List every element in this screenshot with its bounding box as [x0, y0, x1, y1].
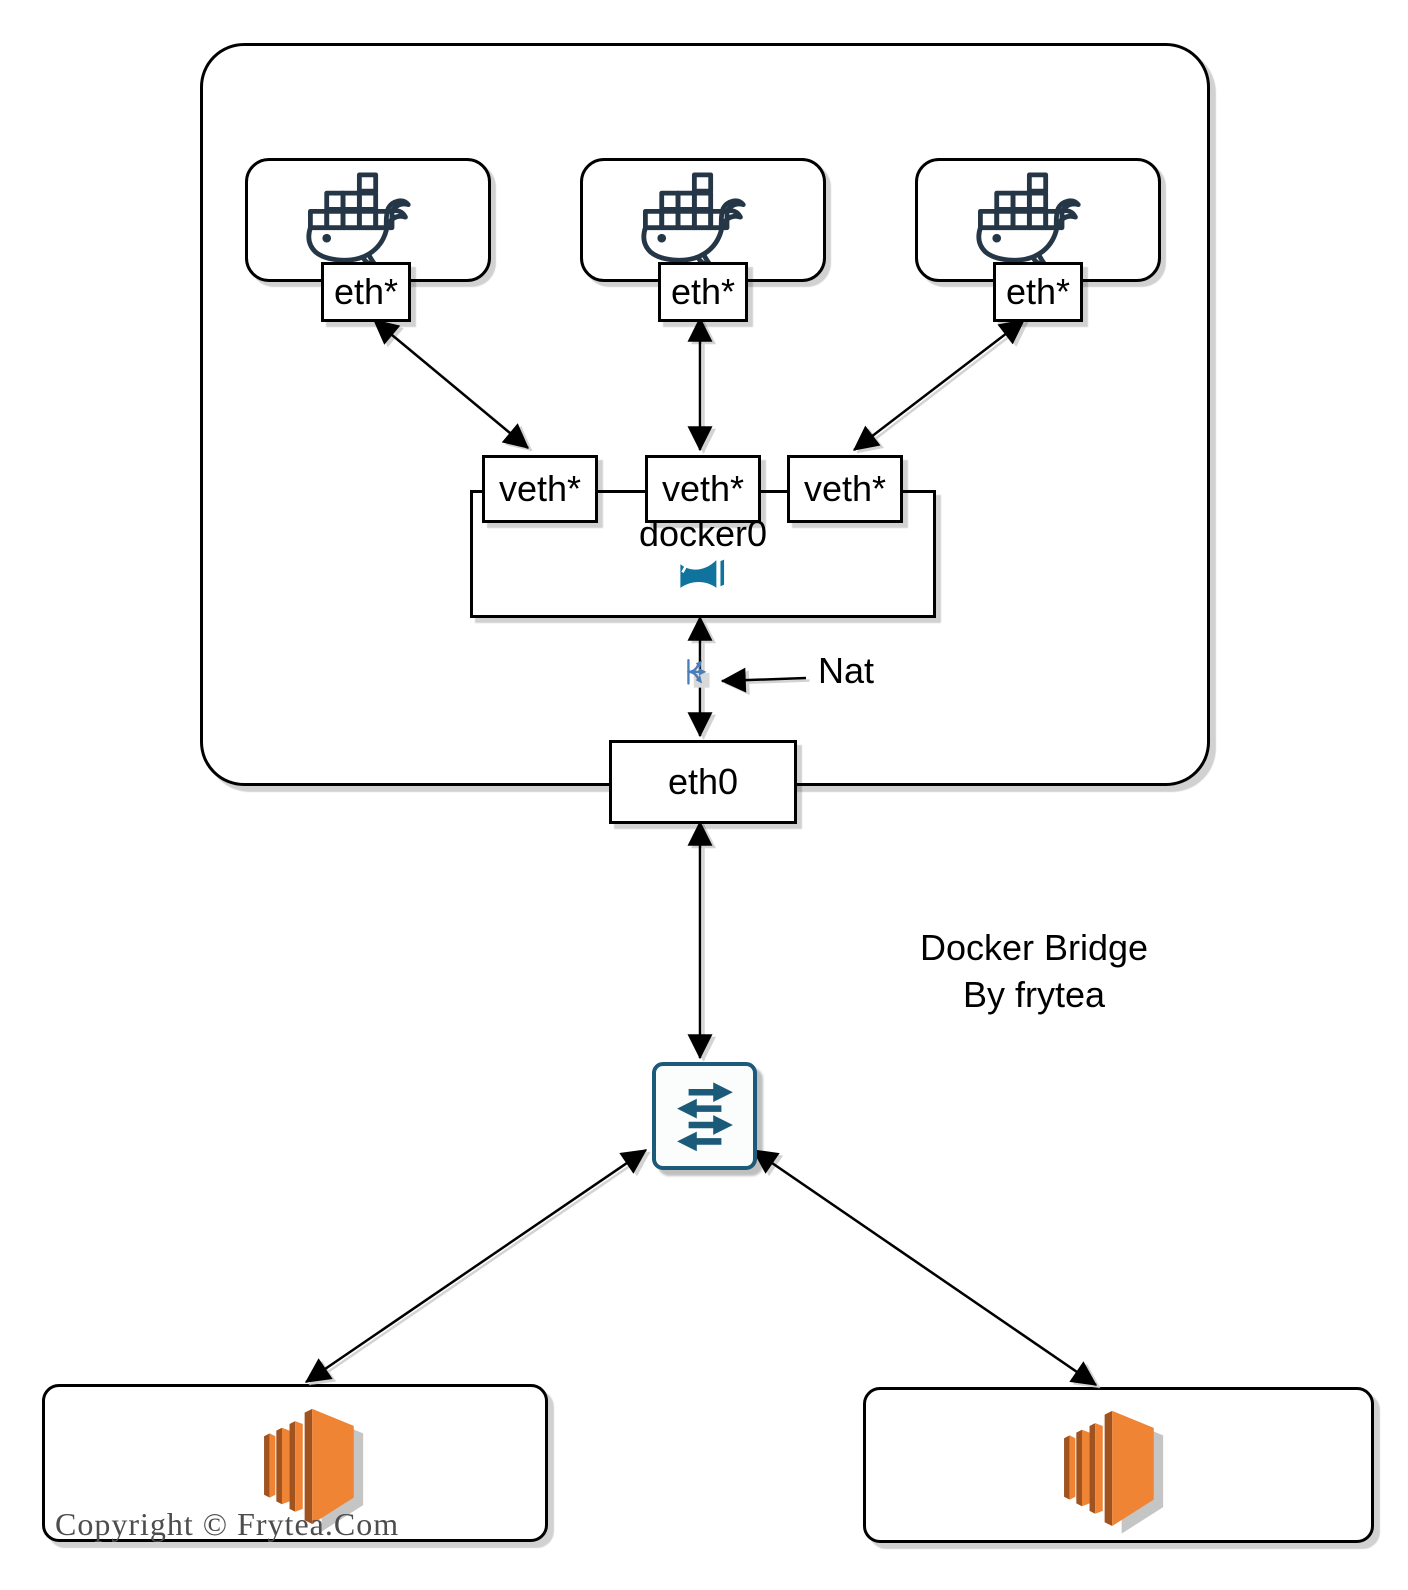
eth-label-text: eth*	[1005, 271, 1071, 312]
veth-interface-label-2: veth*	[645, 455, 761, 523]
veth-label-text: veth*	[498, 468, 582, 509]
container-box-2	[580, 158, 826, 282]
caption-line2: By frytea	[962, 974, 1106, 1015]
docker-whale-icon	[640, 172, 766, 268]
arrow-switch-left-network	[304, 1148, 648, 1384]
nat-icon	[680, 656, 718, 694]
eth-label-text: eth*	[333, 271, 399, 312]
bridge-icon	[678, 557, 728, 594]
eth-interface-label-3: eth*	[993, 262, 1083, 322]
eth0-label-text: eth0	[667, 761, 739, 802]
eth-interface-label-1: eth*	[321, 262, 411, 322]
docker-whale-icon	[975, 172, 1101, 268]
switch-arrows-glyph	[676, 1082, 733, 1152]
veth-interface-label-3: veth*	[787, 455, 903, 523]
diagram-caption: Docker Bridge By frytea	[884, 924, 1184, 1018]
eth-label-text: eth*	[670, 271, 736, 312]
docker-whale-icon	[305, 172, 431, 268]
container-box-3	[915, 158, 1161, 282]
copyright-watermark: Copyright © Frytea.Com	[55, 1506, 400, 1542]
caption-line1: Docker Bridge	[919, 927, 1149, 968]
eth0-interface-label: eth0	[609, 740, 797, 824]
ec2-server-icon-right	[1048, 1400, 1166, 1535]
veth-label-text: veth*	[803, 468, 887, 509]
nat-label: Nat	[818, 650, 875, 691]
network-switch-icon	[652, 1062, 757, 1170]
eth-interface-label-2: eth*	[658, 262, 748, 322]
veth-label-text: veth*	[661, 468, 745, 509]
arrow-switch-right-network	[751, 1148, 1098, 1387]
veth-interface-label-1: veth*	[482, 455, 598, 523]
